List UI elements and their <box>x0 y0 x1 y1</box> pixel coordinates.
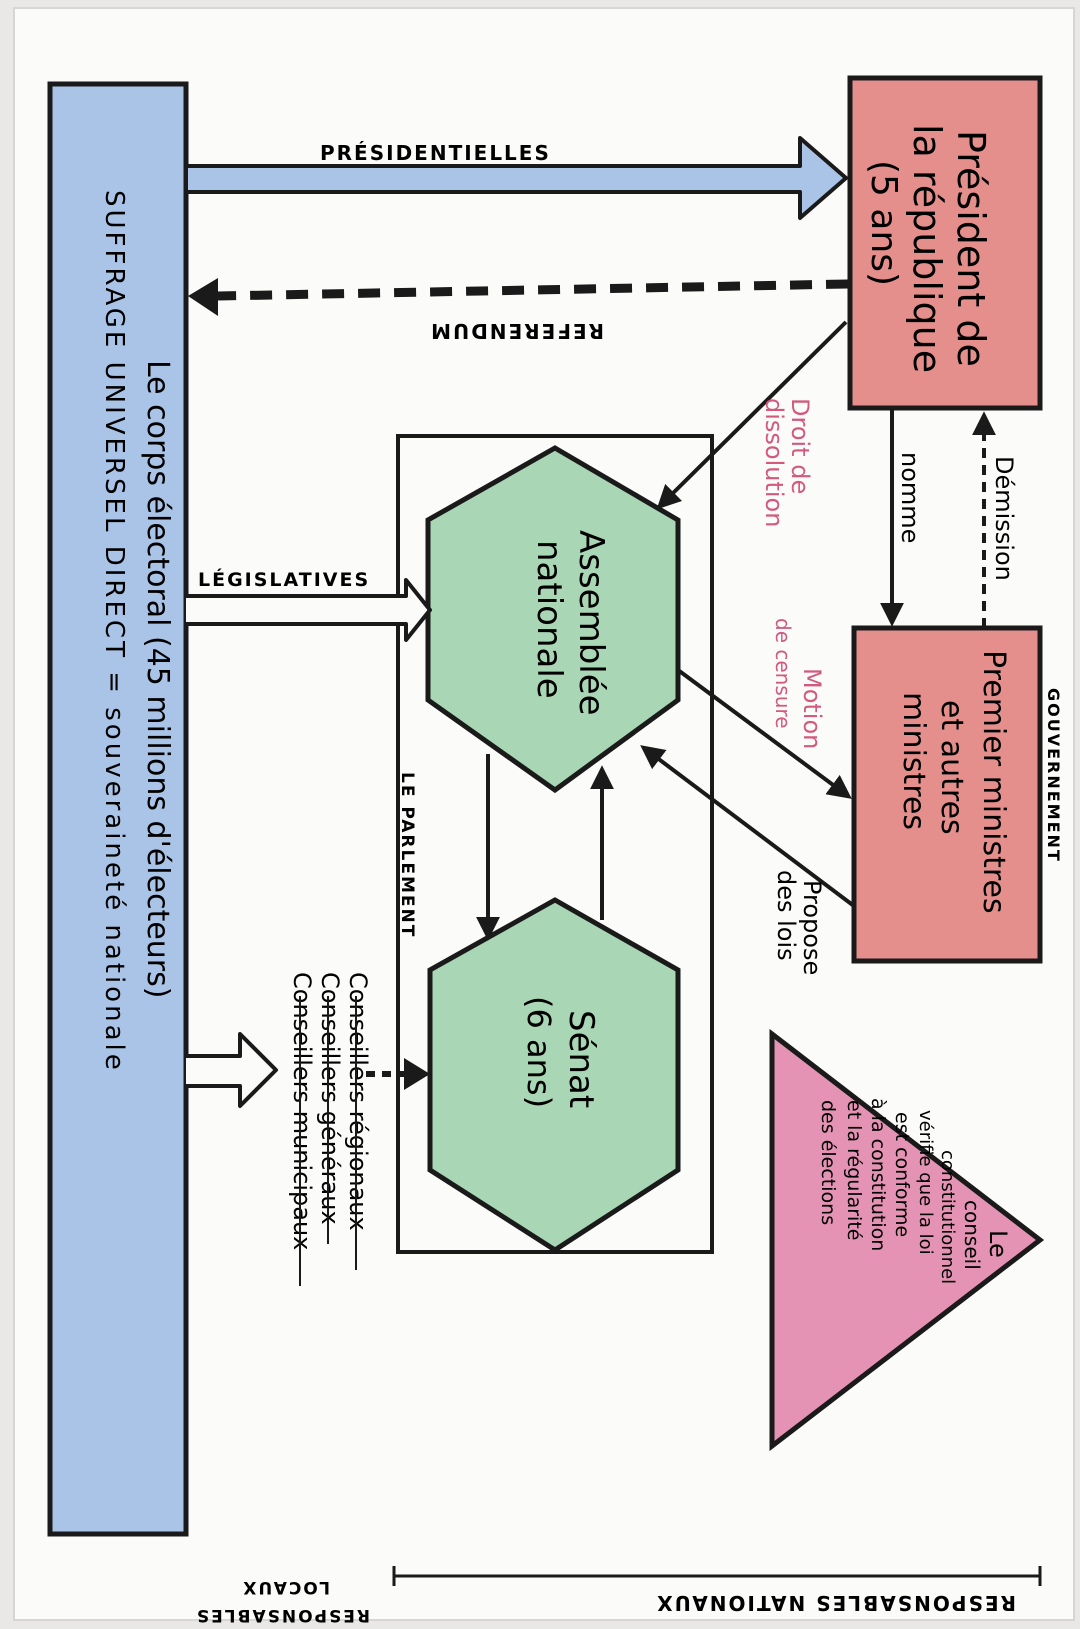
council-line4: vérifie que la loi <box>915 1110 936 1255</box>
dissolution-line1: Droit de <box>786 398 814 494</box>
council-triangle <box>769 1028 1045 1452</box>
legislatives-arrow <box>186 578 432 642</box>
senate-line2: (6 ans) <box>520 996 558 1108</box>
motion-line1: Motion <box>798 668 826 749</box>
council-line2: conseil <box>960 1200 984 1270</box>
presidentielles-label: PRÉSIDENTIELLES <box>320 141 551 165</box>
government-box <box>851 625 1043 964</box>
footer-national: RESPONSABLES NATIONAUX <box>655 1591 1016 1615</box>
assembly-hexagon <box>425 445 681 794</box>
assembly-line1: Assemblée <box>571 530 611 716</box>
council-line3: constitutionnel <box>937 1150 958 1284</box>
council-line7: et la régularité <box>843 1100 865 1240</box>
propose-line1: Propose <box>798 880 826 975</box>
council-line5: est conforme <box>891 1112 913 1237</box>
government-line3: ministres <box>896 692 931 830</box>
local-item3: Conseillers municipaux <box>288 972 316 1250</box>
motion-line2: de censure <box>771 618 795 729</box>
footer-local-line2: LOCAUX <box>241 1577 330 1597</box>
demission-label: Démission <box>990 456 1018 581</box>
dissolution-line2: dissolution <box>760 398 788 527</box>
referendum-arrowhead <box>188 278 218 316</box>
propose-line2: des lois <box>772 870 800 961</box>
government-line2: et autres <box>934 700 969 835</box>
propose-arrow <box>640 745 856 908</box>
president-box <box>847 75 1043 411</box>
president-line2: la république <box>905 124 949 373</box>
president-line3: (5 ans) <box>863 160 904 286</box>
footer-local-line1: RESPONSABLES <box>195 1605 370 1625</box>
council-line8: des élections <box>817 1100 839 1225</box>
electorate-line2: SUFFRAGE UNIVERSEL DIRECT = souveraineté… <box>99 190 129 1073</box>
motion-arrow <box>676 668 852 799</box>
nomme-label: nomme <box>896 452 924 543</box>
council-line6: à la constitution <box>867 1098 889 1251</box>
legislatives-label: LÉGISLATIVES <box>198 568 370 591</box>
assembly-line2: nationale <box>529 540 569 699</box>
local-electors-arrow <box>186 1032 278 1108</box>
government-line1: Premier ministres <box>976 650 1011 914</box>
senate-election-arrowhead <box>404 1058 430 1090</box>
electorate-line1: Le corps électoral (45 millions d'électe… <box>140 360 175 998</box>
presidentielles-arrow <box>184 136 848 220</box>
senate-hexagon <box>427 897 681 1253</box>
dissolution-arrow <box>656 320 848 510</box>
government-header: GOUVERNEMENT <box>1044 688 1063 863</box>
referendum-line <box>217 279 849 301</box>
local-item1: Conseillers régionaux <box>344 972 372 1231</box>
senate-line1: Sénat <box>561 1010 601 1108</box>
parliament-label: LE PARLEMENT <box>397 772 417 938</box>
referendum-label: REFERENDUM <box>429 319 604 343</box>
local-item2: Conseillers généraux <box>316 972 344 1225</box>
electorate-bar <box>47 81 189 1537</box>
president-line1: Président de <box>949 130 993 367</box>
council-line1: Le <box>984 1230 1012 1258</box>
